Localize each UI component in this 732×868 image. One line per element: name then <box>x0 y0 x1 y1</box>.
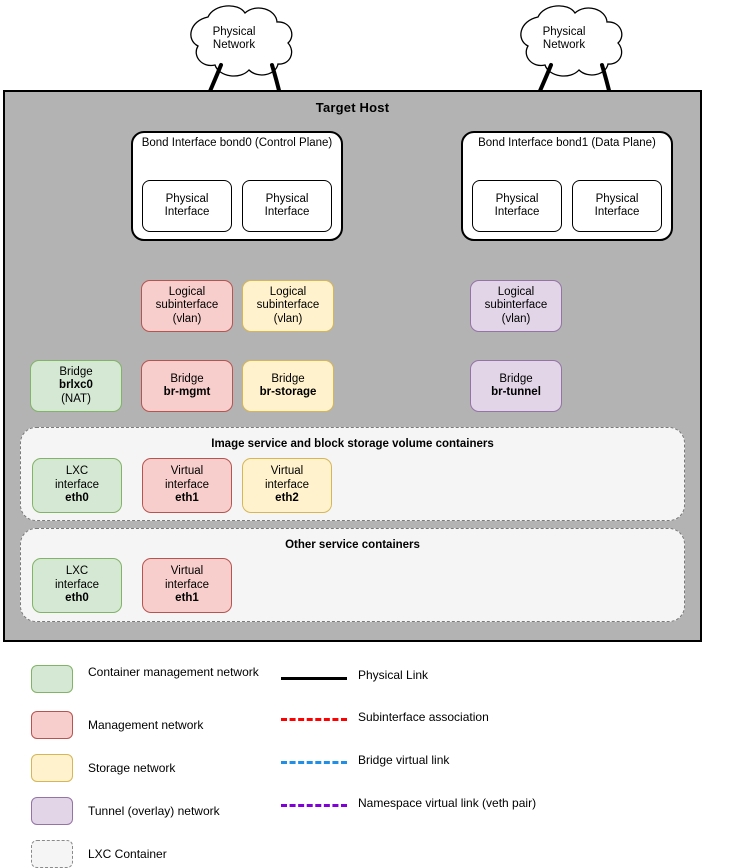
page-title: Target Host <box>315 100 390 115</box>
physical-interface-bond0-2[interactable]: Physical Interface <box>242 180 332 232</box>
brstorage-name: br-storage <box>259 386 317 398</box>
legend-line-namespace-virtual-link <box>281 804 347 807</box>
c2-eth0-line2: interface <box>54 578 100 591</box>
phys-b0-1-line1: Physical <box>165 192 209 205</box>
lxc-container-image-block-title: Image service and block storage volume c… <box>211 438 494 450</box>
bond1-title: Bond Interface <box>478 137 553 149</box>
phys-b0-1-line2: Interface <box>164 206 210 218</box>
vlan-tunnel-line2: subinterface <box>484 299 548 312</box>
phys-b1-1-line2: Interface <box>494 206 540 218</box>
c1-eth1-name: eth1 <box>175 492 199 505</box>
legend-label-lxc-container: LXC Container <box>88 847 167 861</box>
c2-eth1-line1: Virtual <box>170 565 204 578</box>
bond1-label: Bond Interface bond1 (Data Plane) <box>461 137 673 151</box>
bond1-role: (Data Plane) <box>591 137 656 149</box>
c1-eth2-name: eth2 <box>275 492 299 505</box>
c1-eth2-line1: Virtual <box>270 465 304 478</box>
legend: Container management network Management … <box>0 655 732 868</box>
c1-eth0-line1: LXC <box>65 465 89 478</box>
legend-label-management-network: Management network <box>88 718 204 732</box>
brtunnel-name: br-tunnel <box>491 386 541 398</box>
bond1-name: bond1 <box>556 137 589 149</box>
cloud-left-line2: Network <box>212 39 256 51</box>
cloud-left-line1: Physical <box>212 25 256 38</box>
lxc-interface-c2-eth0[interactable]: LXC interface eth0 <box>32 558 122 613</box>
virtual-interface-c1-eth2[interactable]: Virtual interface eth2 <box>242 458 332 513</box>
logical-subinterface-tunnel[interactable]: Logical subinterface (vlan) <box>470 280 562 332</box>
bond0-role: (Control Plane) <box>254 137 333 149</box>
bridge-br-tunnel[interactable]: Bridge br-tunnel <box>470 360 562 412</box>
physical-interface-bond1-1[interactable]: Physical Interface <box>472 180 562 232</box>
phys-b0-2-line1: Physical <box>265 192 309 205</box>
legend-label-bridge-virtual-link: Bridge virtual link <box>358 753 450 767</box>
lxc-container-other-services-title: Other service containers <box>285 539 420 551</box>
c1-eth1-line1: Virtual <box>170 465 204 478</box>
legend-label-container-management-network: Container management network <box>88 665 259 679</box>
c1-eth2-line2: interface <box>264 478 310 491</box>
brlxc0-line1: Bridge <box>59 365 93 378</box>
bond0-label: Bond Interface bond0 (Control Plane) <box>131 137 343 151</box>
brlxc0-name: brlxc0 <box>59 379 93 392</box>
legend-label-subinterface-association: Subinterface association <box>358 710 489 724</box>
phys-b1-2-line2: Interface <box>594 206 640 218</box>
vlan-storage-line2: subinterface <box>256 299 320 312</box>
legend-label-storage-network: Storage network <box>88 761 176 775</box>
c2-eth1-line2: interface <box>164 578 210 591</box>
c1-eth0-name: eth0 <box>65 492 89 505</box>
virtual-interface-c2-eth1[interactable]: Virtual interface eth1 <box>142 558 232 613</box>
bond0-title: Bond Interface <box>141 137 217 149</box>
phys-b1-1-line1: Physical <box>495 192 539 205</box>
physical-interface-bond0-1[interactable]: Physical Interface <box>142 180 232 232</box>
cloud-right-line1: Physical <box>542 25 586 38</box>
brstorage-line1: Bridge <box>271 372 305 385</box>
vlan-mgmt-line3: (vlan) <box>172 312 202 325</box>
c1-eth1-line2: interface <box>164 478 210 491</box>
vlan-tunnel-line3: (vlan) <box>501 312 531 325</box>
logical-subinterface-mgmt[interactable]: Logical subinterface (vlan) <box>141 280 233 332</box>
phys-b1-2-line1: Physical <box>595 192 639 205</box>
vlan-storage-line1: Logical <box>269 285 307 298</box>
cloud-right-line2: Network <box>542 39 586 51</box>
legend-line-bridge-virtual-link <box>281 761 347 764</box>
legend-label-tunnel-overlay-network: Tunnel (overlay) network <box>88 804 220 818</box>
brmgmt-line1: Bridge <box>170 372 204 385</box>
brlxc0-line3: (NAT) <box>61 392 91 405</box>
c1-eth0-line2: interface <box>54 478 100 491</box>
legend-line-subinterface-association <box>281 718 347 721</box>
c2-eth0-name: eth0 <box>65 592 89 605</box>
vlan-mgmt-line2: subinterface <box>155 299 219 312</box>
legend-line-physical-link <box>281 677 347 680</box>
brmgmt-name: br-mgmt <box>163 386 211 398</box>
brtunnel-line1: Bridge <box>499 372 533 385</box>
vlan-mgmt-line1: Logical <box>168 285 206 298</box>
vlan-tunnel-line1: Logical <box>497 285 535 298</box>
legend-swatch-management-network <box>31 711 73 739</box>
legend-label-physical-link: Physical Link <box>358 668 429 682</box>
phys-b0-2-line2: Interface <box>264 206 310 218</box>
virtual-interface-c1-eth1[interactable]: Virtual interface eth1 <box>142 458 232 513</box>
vlan-storage-line3: (vlan) <box>273 312 303 325</box>
cloud-left-label: Physical Network <box>196 22 272 56</box>
legend-swatch-lxc-container <box>31 840 73 868</box>
legend-label-namespace-virtual-link: Namespace virtual link (veth pair) <box>358 796 537 810</box>
bridge-br-mgmt[interactable]: Bridge br-mgmt <box>141 360 233 412</box>
bond0-name: bond0 <box>219 137 252 149</box>
legend-swatch-tunnel-overlay-network <box>31 797 73 825</box>
legend-swatch-container-management-network <box>31 665 73 693</box>
bridge-br-storage[interactable]: Bridge br-storage <box>242 360 334 412</box>
c2-eth0-line1: LXC <box>65 565 89 578</box>
logical-subinterface-storage[interactable]: Logical subinterface (vlan) <box>242 280 334 332</box>
physical-interface-bond1-2[interactable]: Physical Interface <box>572 180 662 232</box>
bridge-brlxc0[interactable]: Bridge brlxc0 (NAT) <box>30 360 122 412</box>
legend-swatch-storage-network <box>31 754 73 782</box>
lxc-interface-c1-eth0[interactable]: LXC interface eth0 <box>32 458 122 513</box>
cloud-right-label: Physical Network <box>526 22 602 56</box>
c2-eth1-name: eth1 <box>175 592 199 605</box>
